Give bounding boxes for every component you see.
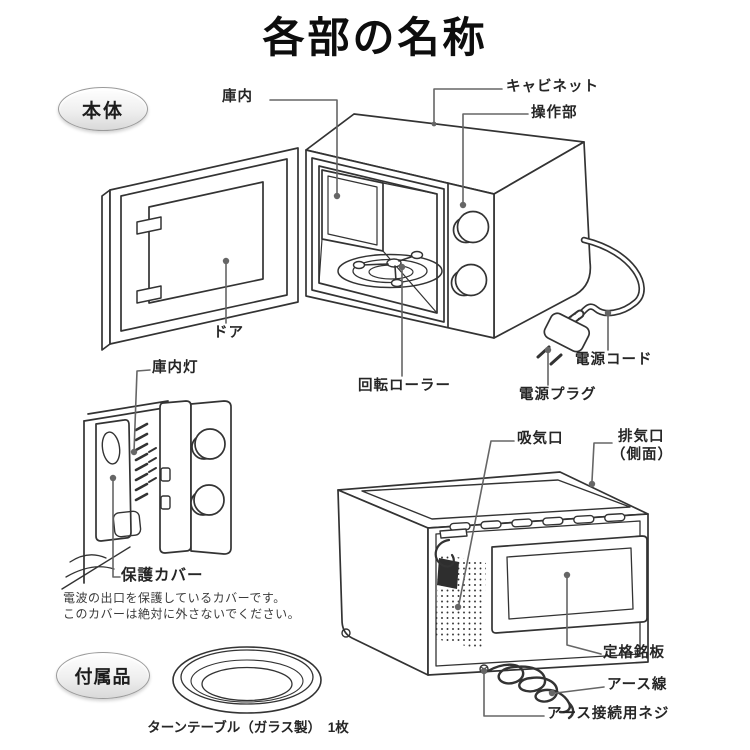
label-earth-wire: アース線 (607, 677, 668, 693)
accessories-badge: 付属品 (56, 652, 150, 699)
label-earth-screw: アース接続用ネジ (547, 706, 670, 722)
label-door: ドア (213, 325, 244, 341)
turntable-drawing (172, 646, 322, 714)
label-cavity-lamp: 庫内灯 (152, 360, 199, 376)
label-power-cord: 電源コード (575, 352, 653, 368)
label-exhaust-location: （側面） (611, 447, 673, 463)
leader-lines (109, 88, 613, 717)
lamp-detail-drawing (61, 400, 232, 590)
protective-cover-note-line2: このカバーは絶対に外さないでください。 (63, 607, 301, 621)
turntable-caption: ターンテーブル（ガラス製） 1枚 (147, 720, 349, 735)
rear-view-drawing (337, 471, 649, 720)
label-rating-nameplate: 定格銘板 (603, 645, 665, 661)
label-control-panel: 操作部 (531, 105, 578, 121)
protective-cover-note-line1: 電波の出口を保護しているカバーです。 (63, 591, 286, 605)
label-air-intake: 吸気口 (517, 431, 564, 447)
page-title: 各部の名称 (262, 14, 488, 61)
label-cabinet: キャビネット (506, 79, 599, 95)
label-protective-cover: 保護カバー (121, 567, 204, 584)
label-exhaust: 排気口 (618, 429, 665, 445)
main-microwave-drawing (101, 113, 645, 366)
label-power-plug: 電源プラグ (519, 387, 597, 403)
door-drawing (101, 147, 299, 351)
main-unit-badge: 本体 (58, 87, 148, 131)
label-rotating-roller: 回転ローラー (358, 378, 451, 394)
leader-dots (109, 121, 612, 697)
label-cavity: 庫内 (222, 89, 253, 105)
